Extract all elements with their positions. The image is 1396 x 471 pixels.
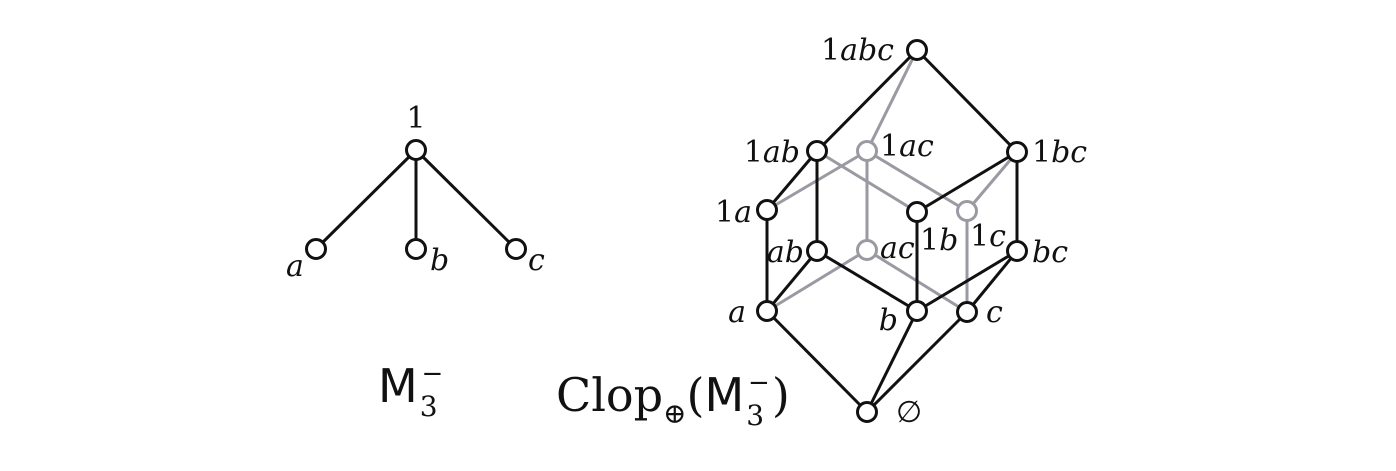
clop-node-1b [906,201,928,223]
clop-label-1b: 1b [920,223,958,258]
clop-edge-a-empty [765,309,869,414]
clop-label-ac: ac [880,231,915,266]
clop-label-bc: bc [1032,235,1068,270]
clop-label-1bc: 1bc [1032,135,1087,170]
clop-edge-ab-a [765,250,819,312]
clop-label-b: b [879,303,898,338]
m3-lattice: 1 a b c [286,101,545,284]
clop-label-1c: 1c [970,219,1006,254]
clop-edge-1ab-1a [765,150,819,211]
clop-label-a: a [728,295,746,330]
m3-edge-1-c [414,148,518,251]
m3-label-a: a [286,249,304,284]
clop-node-empty [856,401,878,423]
clop-label-ab: ab [767,235,804,270]
m3-node-1 [405,139,427,161]
clop-back-edge-1ac-1c [866,149,968,213]
clop-node-c [956,301,978,323]
clop-node-1a [756,199,778,221]
clop-label-1abc: 1abc [821,33,894,68]
m3-label-c: c [528,243,545,278]
clop-edge-c-empty [865,310,969,414]
m3-caption: M3− [378,359,443,423]
clop-label-empty: ∅ [896,395,922,430]
clop-node-1c [956,200,978,222]
clop-node-ab [806,240,828,262]
m3-label-b: b [430,243,449,278]
clop-back-edge-1bc-1c [965,151,1019,212]
m3-node-b [405,238,427,260]
clop-back-edge-ac-a [766,248,868,313]
clop-node-b [906,300,928,322]
clop-node-a [756,300,778,322]
clop-edge-1abc-1ab [815,48,919,153]
clop-node-ac [856,239,878,261]
clop-front-edges [765,48,1019,414]
clop-label-1ac: 1ac [880,129,934,164]
m3-node-c [505,238,527,260]
clop-edge-1bc-1b [916,150,1018,214]
clop-node-1ab [806,140,828,162]
clop-back-edges [766,49,1019,314]
clop-label-1a: 1a [715,195,752,230]
m3-edge-1-a [314,148,418,251]
clop-edge-ab-b [816,249,918,313]
clop-back-edge-1abc-1ac [865,49,919,152]
clop-caption: Clop⊕(M3−) [556,368,790,432]
clop-node-bc [1006,240,1028,262]
clop-edge-1abc-1bc [915,48,1019,154]
m3-node-a [305,238,327,260]
clop-node-1bc [1006,141,1028,163]
clop-label-1ab: 1ab [744,135,800,170]
clop-back-edge-1ab-1b [816,149,918,214]
m3-label-1: 1 [406,101,425,136]
clop-edge-bc-b [916,249,1018,313]
clop-node-1ac [856,140,878,162]
clop-edge-bc-c [965,250,1019,313]
clop-node-1abc [906,39,928,61]
clop-edge-b-empty [865,310,919,413]
clop-label-c: c [986,295,1003,330]
